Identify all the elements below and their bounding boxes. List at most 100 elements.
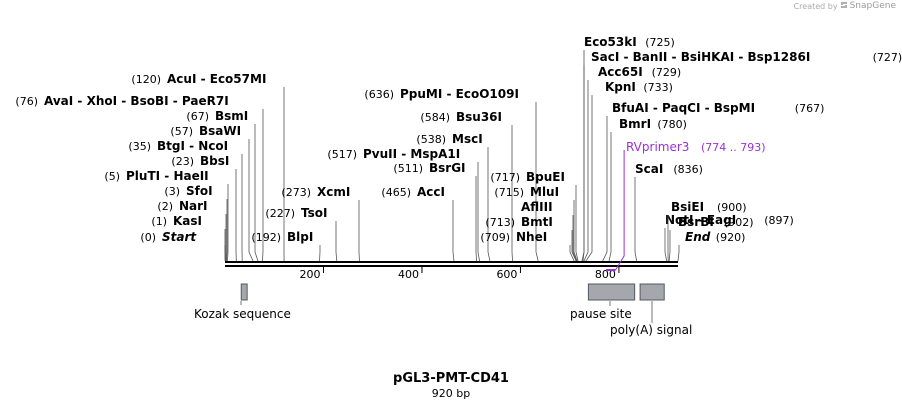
enzyme-label: XcmI bbox=[317, 185, 350, 199]
enzyme-label: BfuAI - PaqCI - BspMI bbox=[612, 101, 755, 115]
enzyme-label: KpnI bbox=[605, 80, 636, 94]
enzyme-leader-line bbox=[262, 109, 264, 262]
enzyme-label: BlpI bbox=[287, 230, 313, 244]
enzyme-position: (900) bbox=[717, 201, 747, 214]
enzyme-leader-line bbox=[583, 80, 589, 262]
enzyme-position: (67) bbox=[186, 110, 209, 123]
enzyme-leader-line bbox=[248, 139, 254, 262]
enzyme-label: Acc65I bbox=[598, 65, 643, 79]
enzyme-leader-line bbox=[477, 162, 480, 262]
snapgene-credit: Created by SnapGene bbox=[794, 1, 896, 11]
enzyme-leader-line bbox=[664, 228, 668, 262]
enzyme-position: (35) bbox=[128, 140, 151, 153]
enzyme-position: (76) bbox=[15, 95, 38, 108]
enzyme-position: (57) bbox=[170, 125, 193, 138]
enzyme-leader-line bbox=[677, 245, 680, 262]
enzyme-leader-line bbox=[572, 215, 577, 262]
enzyme-position: (902) bbox=[724, 216, 754, 229]
enzyme-position: (511) bbox=[393, 162, 423, 175]
enzyme-position: (5) bbox=[104, 170, 120, 183]
enzyme-position: (727) bbox=[873, 51, 902, 64]
enzyme-leader-line bbox=[452, 200, 455, 262]
enzyme-label: BtgI - NcoI bbox=[157, 139, 228, 153]
enzyme-position: (767) bbox=[795, 102, 825, 115]
enzyme-label: Start bbox=[162, 230, 197, 244]
enzyme-label: NotI - EagI bbox=[665, 213, 736, 227]
enzyme-leader-line bbox=[227, 184, 229, 262]
enzyme-leader-line bbox=[602, 116, 608, 262]
enzyme-position: (2) bbox=[157, 200, 173, 213]
enzyme-leader-line bbox=[582, 65, 585, 262]
primer-leader-line bbox=[615, 150, 625, 271]
enzyme-position: (517) bbox=[327, 148, 357, 161]
enzyme-label: BpuEI bbox=[526, 170, 565, 184]
enzyme-label: BsmI bbox=[215, 109, 248, 123]
enzyme-leader-line bbox=[475, 176, 478, 262]
enzyme-label: PpuMI - EcoO109I bbox=[400, 87, 519, 101]
feature-box bbox=[240, 283, 248, 301]
enzyme-leader-line bbox=[569, 245, 575, 262]
enzyme-position: (23) bbox=[171, 155, 194, 168]
enzyme-position: (465) bbox=[381, 186, 411, 199]
enzyme-position: (1) bbox=[151, 215, 167, 228]
credit-brand: SnapGene bbox=[849, 1, 896, 11]
primer-label: RVprimer3 bbox=[626, 140, 689, 154]
enzyme-leader-line bbox=[573, 200, 578, 262]
enzyme-label: NheI bbox=[516, 230, 547, 244]
enzyme-leader-line bbox=[571, 230, 577, 262]
ruler-tick-label: 200 bbox=[299, 268, 320, 281]
enzyme-label: ScaI bbox=[635, 162, 663, 176]
enzyme-leader-line bbox=[335, 221, 338, 262]
enzyme-label: BsrBI bbox=[678, 215, 714, 229]
enzyme-position: (636) bbox=[364, 88, 394, 101]
feature-box bbox=[639, 283, 665, 301]
primer-range: (774 .. 793) bbox=[701, 141, 766, 154]
enzyme-position: (3) bbox=[164, 185, 180, 198]
enzyme-label: Eco53kI bbox=[584, 35, 637, 49]
enzyme-leader-line bbox=[254, 124, 259, 262]
snapgene-logo-icon bbox=[840, 1, 848, 11]
enzyme-label: NarI bbox=[179, 199, 208, 213]
credit-prefix: Created by bbox=[793, 1, 838, 11]
enzyme-label: AflIII bbox=[521, 200, 553, 214]
ruler-tick-label: 600 bbox=[496, 268, 517, 281]
enzyme-leader-line bbox=[575, 185, 579, 262]
enzyme-position: (897) bbox=[764, 214, 794, 227]
enzyme-label: BbsI bbox=[200, 154, 229, 168]
enzyme-leader-line bbox=[487, 147, 491, 262]
enzyme-leader-line bbox=[535, 102, 539, 262]
map-length: 920 bp bbox=[431, 387, 471, 400]
enzyme-label: BmtI bbox=[521, 215, 553, 229]
enzyme-label: TsoI bbox=[301, 206, 327, 220]
enzyme-label: PluTI - HaeII bbox=[126, 169, 209, 183]
enzyme-label: BsiEI bbox=[671, 200, 704, 214]
enzyme-label: PvuII - MspA1I bbox=[363, 147, 460, 161]
enzyme-label: BsrGI bbox=[429, 161, 466, 175]
enzyme-position: (920) bbox=[716, 231, 746, 244]
enzyme-label: SacI - BanII - BsiHKAI - Bsp1286I bbox=[591, 50, 810, 64]
feature-label: poly(A) signal bbox=[610, 323, 692, 337]
enzyme-leader-line bbox=[668, 230, 671, 262]
enzyme-position: (836) bbox=[673, 163, 703, 176]
ruler-tick-label: 400 bbox=[398, 268, 419, 281]
enzyme-position: (0) bbox=[140, 231, 156, 244]
enzyme-position: (120) bbox=[131, 73, 161, 86]
enzyme-label: AccI bbox=[417, 185, 445, 199]
enzyme-position: (733) bbox=[643, 81, 673, 94]
enzyme-position: (538) bbox=[416, 133, 446, 146]
map-title-block: pGL3-PMT-CD41 920 bp bbox=[0, 371, 902, 400]
feature-label: pause site bbox=[570, 307, 632, 321]
enzyme-label: SfoI bbox=[186, 184, 213, 198]
enzyme-label: MluI bbox=[530, 185, 559, 199]
enzyme-leader-line bbox=[585, 95, 593, 262]
enzyme-position: (717) bbox=[490, 171, 520, 184]
enzyme-label: AcuI - Eco57MI bbox=[167, 72, 266, 86]
enzyme-label: KasI bbox=[173, 214, 202, 228]
feature-label: Kozak sequence bbox=[194, 307, 291, 321]
enzyme-position: (273) bbox=[281, 186, 311, 199]
enzyme-leader-line bbox=[634, 177, 638, 262]
enzyme-position: (729) bbox=[652, 66, 682, 79]
enzyme-position: (713) bbox=[485, 216, 515, 229]
enzyme-position: (709) bbox=[480, 231, 510, 244]
